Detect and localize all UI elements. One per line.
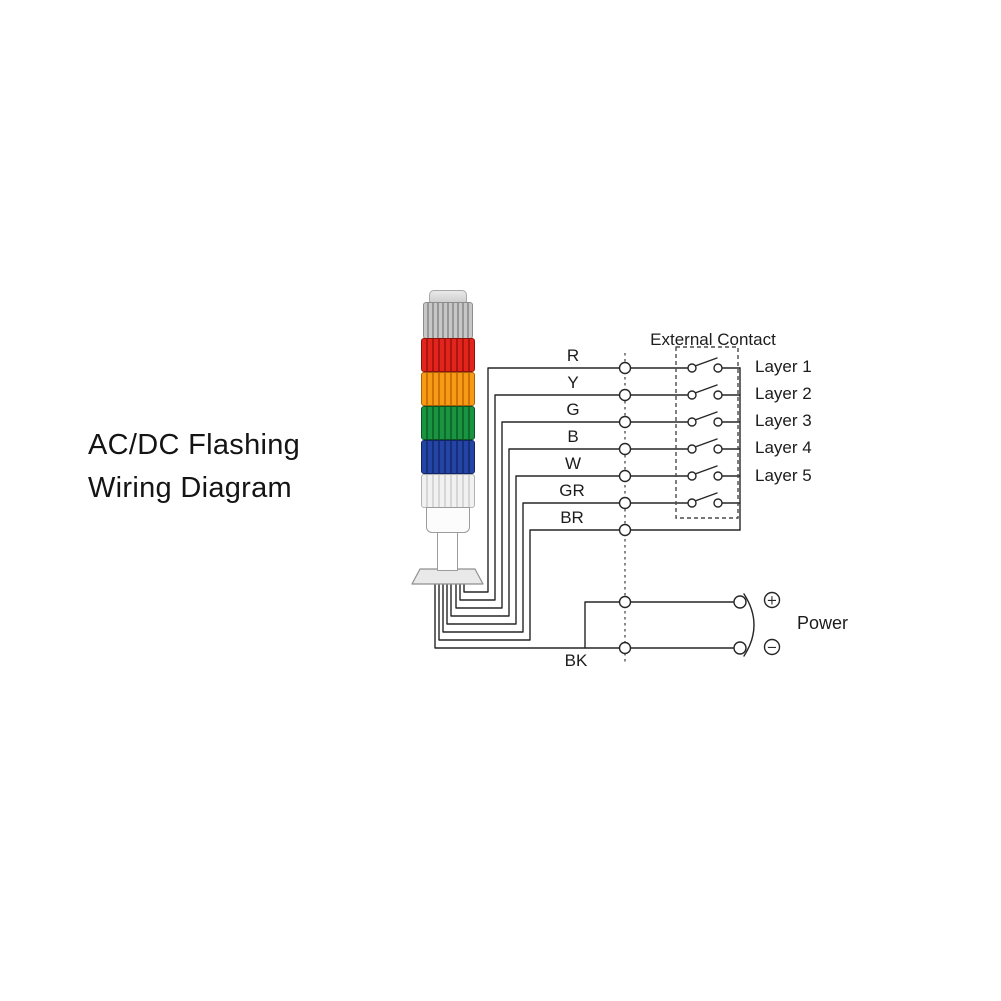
- plus-symbol-circle: [763, 591, 781, 609]
- layer-label-3: Layer 3: [755, 411, 812, 430]
- diagram-title: AC/DC Flashing Wiring Diagram: [88, 424, 300, 510]
- tower-body: [426, 507, 470, 533]
- wire-path-gr: [442, 502, 620, 633]
- wire-path-power-plus: [584, 601, 620, 649]
- wire-path-b: [450, 448, 620, 617]
- wire-path-g: [455, 421, 620, 609]
- tower-gray-cap-segment: [423, 302, 473, 339]
- pin-w: [618, 469, 632, 483]
- power-arc: [743, 593, 755, 657]
- connector-pins: [618, 361, 632, 655]
- switch-blade-3: [694, 411, 718, 421]
- wire-label-g: G: [566, 400, 580, 419]
- tower-stem: [437, 532, 458, 571]
- wire-label-gr: GR: [559, 481, 585, 500]
- wire-label-br: BR: [560, 508, 584, 527]
- wire-label-y: Y: [567, 373, 579, 392]
- external-contact-label: External Contact: [650, 330, 776, 349]
- pin-b: [618, 442, 632, 456]
- title-line-1: AC/DC Flashing: [88, 429, 301, 461]
- wire-label-r: R: [566, 346, 580, 365]
- pin-g: [618, 415, 632, 429]
- layer-label-4: Layer 4: [755, 438, 812, 457]
- wire-label-b: B: [567, 427, 579, 446]
- switch-blade-4: [694, 438, 718, 448]
- switch-blade-5: [694, 465, 718, 475]
- wire-path-br: [438, 529, 620, 641]
- external-contact-box: [675, 346, 739, 519]
- tower-orange-segment: [421, 372, 475, 406]
- tower-blue-segment: [421, 440, 475, 474]
- bk-label: BK: [564, 651, 588, 670]
- minus-symbol-circle: [763, 638, 781, 656]
- pin-y: [618, 388, 632, 402]
- tower-base: [411, 568, 484, 585]
- power-negative-symbol: −: [767, 641, 778, 656]
- tower-red-segment: [421, 338, 475, 372]
- wire-path-r: [463, 367, 620, 593]
- power-section: [630, 591, 781, 657]
- power-terminal-minus: [733, 641, 747, 655]
- switch-blades: [694, 357, 718, 502]
- tower-white-segment: [421, 474, 475, 508]
- pin-power-plus: [618, 595, 632, 609]
- layer-label-5: Layer 5: [755, 466, 812, 485]
- tower-green-segment: [421, 406, 475, 440]
- pin-r: [618, 361, 632, 375]
- power-label: Power: [797, 613, 849, 633]
- switch-nodes: [687, 363, 723, 508]
- wire-bundle: [434, 367, 620, 649]
- switch-blade-1: [694, 357, 718, 367]
- wire-label-w: W: [564, 454, 582, 473]
- wire-path-bk: [434, 582, 620, 649]
- power-terminal-plus: [733, 595, 747, 609]
- pin-br: [618, 523, 632, 537]
- layer-label-1: Layer 1: [755, 357, 812, 376]
- wire-path-y: [459, 394, 620, 601]
- pin-gr: [618, 496, 632, 510]
- pin-power-minus: [618, 641, 632, 655]
- power-positive-symbol: +: [767, 594, 778, 609]
- title-line-2: Wiring Diagram: [88, 472, 293, 504]
- switch-blade-2: [694, 384, 718, 394]
- wire-path-w: [446, 475, 620, 625]
- switch-blade-6: [694, 492, 718, 502]
- contact-wiring: [630, 367, 741, 531]
- layer-label-2: Layer 2: [755, 384, 812, 403]
